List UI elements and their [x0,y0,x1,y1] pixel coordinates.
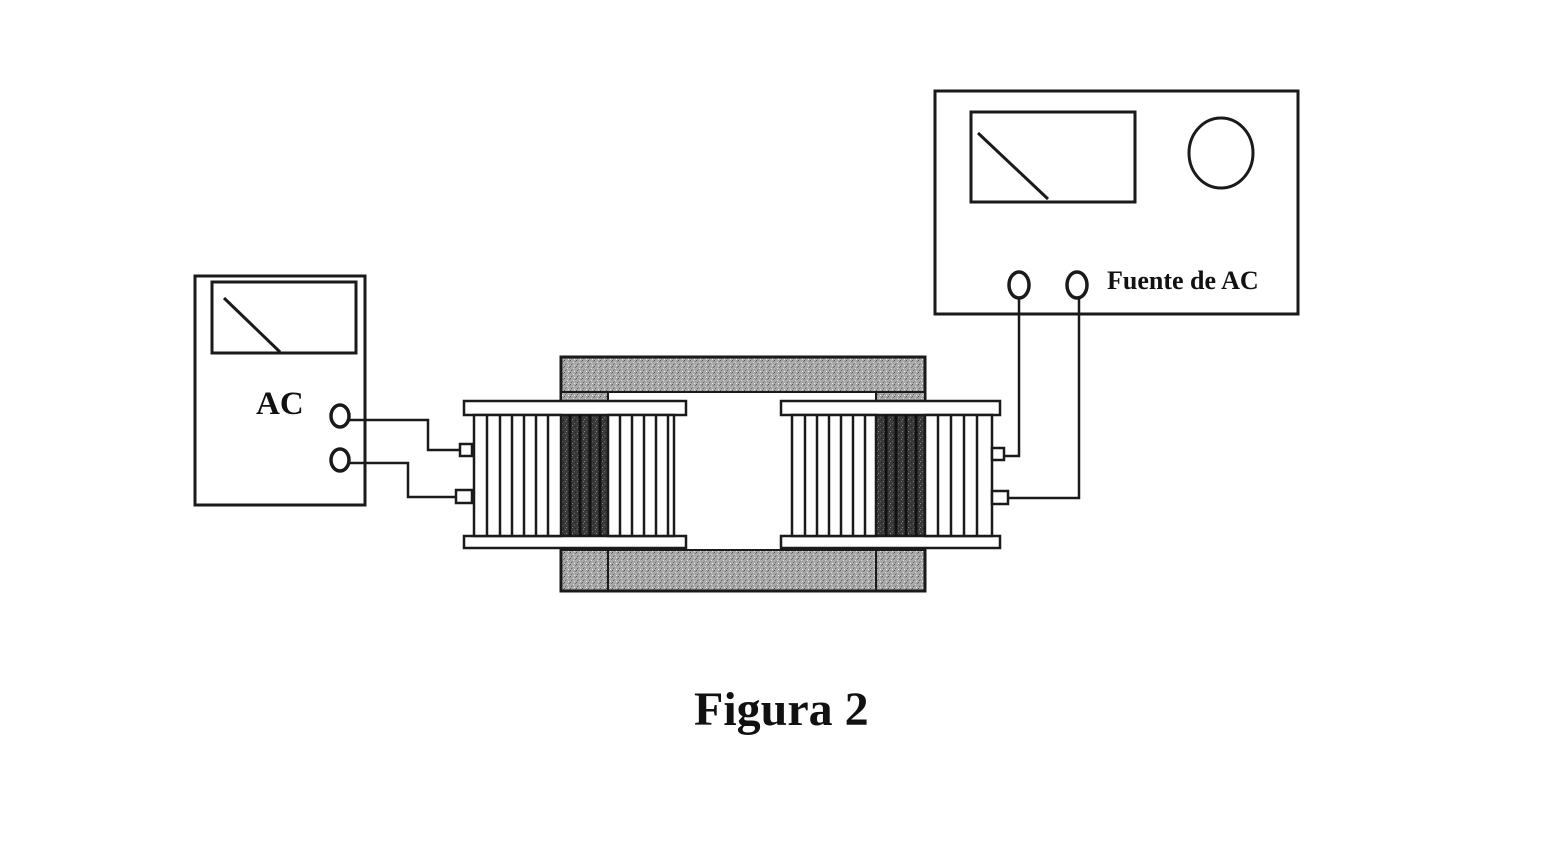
primary-coil-core-turns [568,415,602,536]
source-terminal-right [1065,270,1089,300]
figure-caption: Figura 2 [694,683,869,736]
core-right-limb-shadow [876,412,925,540]
voltmeter-dial-window [210,280,358,355]
secondary-coil-core-turns [884,415,918,536]
secondary-coil-top-flange [779,399,1002,417]
wires [349,298,1081,500]
primary-coil [454,399,688,550]
source-dial-window [969,110,1137,204]
primary-coil-terminal-bottom [454,488,474,505]
primary-coil-inner-winding [606,413,676,538]
wire-source-left-to-secondary [1004,298,1021,458]
source-needle [976,131,1050,201]
voltmeter-label: AC [256,386,304,422]
secondary-coil-bottom-flange [779,534,1002,550]
wire-meter-bottom-to-primary [349,461,456,499]
secondary-coil-turns [803,415,979,536]
secondary-coil-terminal-bottom [990,489,1010,506]
primary-coil-terminal-top [458,442,474,458]
primary-coil-bottom-flange [462,534,688,550]
source-knob [1187,116,1255,190]
wire-source-right-to-secondary [1008,298,1081,500]
primary-coil-outer-winding [472,413,563,538]
source-label: Fuente de AC [1107,266,1259,295]
voltmeter-terminal-top [329,403,351,429]
primary-coil-top-flange [462,399,688,417]
wire-meter-top-to-primary [349,418,460,452]
voltmeter-needle [222,296,282,354]
secondary-coil-outer-winding [923,413,994,538]
ac-power-source: Fuente de AC [933,89,1300,316]
primary-coil-turns [485,415,670,536]
source-terminal-left [1007,270,1031,300]
voltmeter-terminal-bottom [329,447,351,473]
ac-voltmeter: AC [193,274,367,507]
secondary-coil [779,399,1010,550]
secondary-coil-terminal-top [990,446,1006,462]
